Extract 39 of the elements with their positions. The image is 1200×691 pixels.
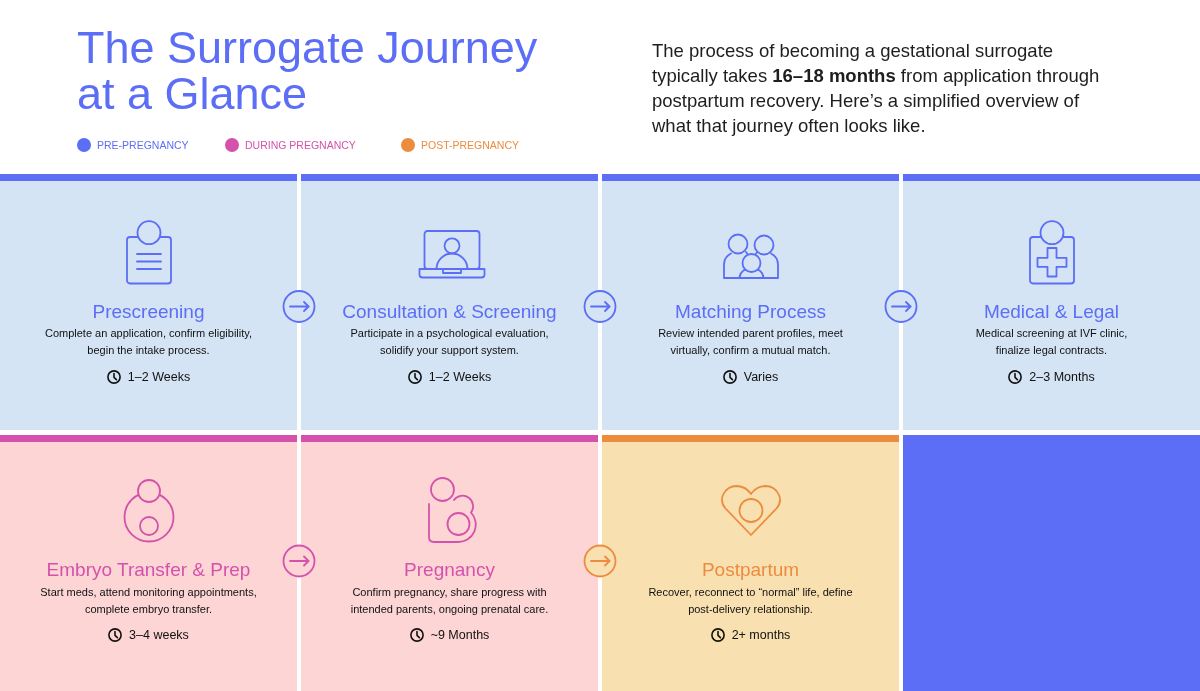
step-title: Embryo Transfer & Prep <box>46 559 251 581</box>
duration-label: 1–2 Weeks <box>428 369 492 385</box>
step-card <box>301 435 598 691</box>
step-description: Confirm pregnancy, share progress with intended parents, ongoing prenatal care. <box>349 584 550 617</box>
duration-label: 2–3 Months <box>1029 369 1095 385</box>
step-card <box>0 435 297 691</box>
filled-panel <box>903 435 1200 691</box>
arrow <box>590 555 611 567</box>
arrow <box>289 555 310 567</box>
legend-label: DURING PREGNANCY <box>245 138 356 152</box>
step-card <box>602 174 899 430</box>
step-description: Start meds, attend monitoring appointments, complete embryo transfer. <box>39 584 258 617</box>
intro-paragraph: The process of becoming a gestational surrogate typically takes 16–18 months from application through postpartum recovery. Here’s a simplified overview of what that journey often looks like. <box>652 39 1101 138</box>
legend-label: PRE-PREGNANCY <box>97 138 189 152</box>
step-title: Prescreening <box>92 300 205 323</box>
legend-label: POST-PREGNANCY <box>421 138 520 152</box>
step-card <box>602 435 899 691</box>
arrow <box>891 301 912 312</box>
step-card <box>0 174 297 430</box>
step-description: Complete an application, confirm eligibility, begin the intake process. <box>43 325 254 358</box>
step-description: Participate in a psychological evaluation, solidify your support system. <box>349 325 550 358</box>
title: The Surrogate Journey at a Glance <box>77 25 539 117</box>
step-title: Pregnancy <box>404 559 495 581</box>
duration-label: 2+ months <box>731 627 791 643</box>
step-card <box>903 174 1200 430</box>
step-title: Medical & Legal <box>983 300 1120 323</box>
duration-label: ~9 Months <box>430 627 490 643</box>
duration-label: 3–4 weeks <box>129 627 189 643</box>
step-card <box>301 174 598 430</box>
step-description: Recover, reconnect to “normal” life, define post-delivery relationship. <box>647 584 854 617</box>
duration-label: 1–2 Weeks <box>127 369 191 385</box>
step-description: Medical screening at IVF clinic, finalize legal contracts. <box>974 325 1129 358</box>
duration-label: Varies <box>743 369 779 385</box>
step-title: Postpartum <box>701 559 800 581</box>
arrow <box>590 301 611 312</box>
step-description: Review intended parent profiles, meet virtually, confirm a mutual match. <box>657 325 844 358</box>
arrow <box>289 301 310 312</box>
step-title: Consultation & Screening <box>342 300 557 323</box>
step-title: Matching Process <box>675 300 826 323</box>
